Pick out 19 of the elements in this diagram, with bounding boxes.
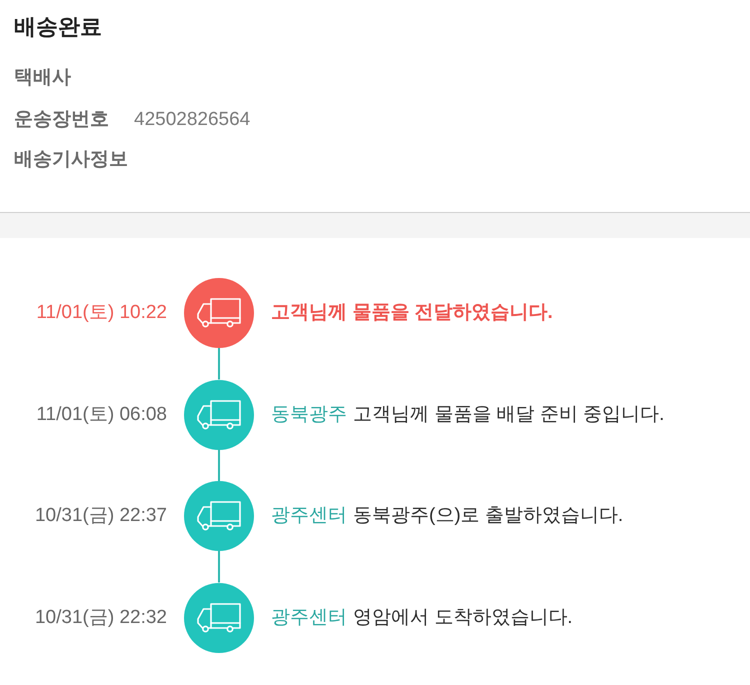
field-label: 운송장번호 bbox=[14, 108, 109, 132]
status-message: 고객님께 물품을 전달하였습니다. bbox=[271, 302, 553, 323]
status-message: 고객님께 물품을 배달 준비 중입니다. bbox=[353, 404, 664, 424]
timestamp: 10/31(금) 22:32 bbox=[34, 606, 167, 630]
timestamp: 11/01(토) 06:08 bbox=[36, 402, 167, 426]
location-label: 광주센터 bbox=[271, 505, 347, 526]
status-message: 동북광주(으)로 출발하였습니다. bbox=[353, 505, 624, 526]
field-label: 배송기사정보 bbox=[14, 148, 128, 172]
timestamp: 10/31(금) 22:37 bbox=[34, 504, 167, 528]
timeline-line bbox=[218, 348, 220, 380]
timeline-line bbox=[218, 551, 220, 582]
field-label: 택배사 bbox=[14, 66, 71, 90]
location-label: 동북광주 bbox=[271, 404, 347, 424]
timestamp: 11/01(토) 10:22 bbox=[36, 301, 167, 325]
location-label: 광주센터 bbox=[271, 606, 347, 628]
timeline-line bbox=[218, 450, 220, 481]
status-message: 영암에서 도착하였습니다. bbox=[353, 606, 573, 628]
page-title: 배송완료 bbox=[14, 13, 102, 41]
tracking-number: 42502826564 bbox=[134, 108, 250, 132]
